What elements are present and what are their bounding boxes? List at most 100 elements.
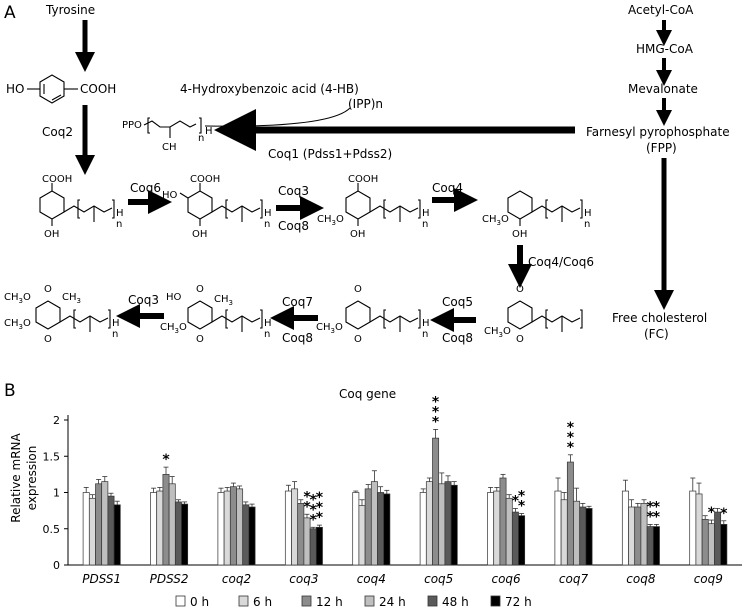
x-tick-label: coq4: [357, 572, 386, 586]
legend-swatch: [175, 595, 186, 607]
tyrosine-label: Tyrosine: [45, 3, 95, 17]
bar: [162, 474, 170, 566]
int6-n: n: [422, 329, 428, 340]
enzyme-coq6: Coq6: [130, 181, 161, 195]
bar: [438, 483, 446, 566]
int3-h: H: [422, 208, 430, 219]
bar: [554, 490, 562, 566]
bar: [217, 492, 225, 566]
int2-oh: OH: [192, 229, 207, 240]
enzyme-coq4: Coq4: [432, 181, 463, 195]
hmg-coa-label: HMG-CoA: [636, 42, 694, 56]
bar: [511, 511, 519, 566]
int6-o-bot: O: [354, 334, 362, 345]
coq10-h: H: [112, 318, 120, 329]
y-tick-label: 1: [53, 487, 60, 500]
int1-cooh: COOH: [42, 174, 72, 185]
coq10-ch3: CH3: [62, 292, 81, 305]
bar: [499, 477, 507, 566]
int1-n: n: [116, 219, 122, 230]
free-chol-label: Free cholesterol: [612, 311, 707, 325]
int1-oh: OH: [44, 229, 59, 240]
significance-star: *: [162, 452, 170, 468]
structure-intermediate-4: CH3O OH H n: [482, 190, 592, 240]
panel-b: B Coq gene Relative mRNA expression 00.5…: [4, 381, 742, 609]
legend-swatch: [238, 595, 249, 607]
structure-intermediate-7: O O HO CH3O CH3 H n: [160, 284, 272, 345]
significance-star: *: [567, 420, 575, 436]
significance-star: *: [316, 500, 324, 516]
bar: [377, 492, 385, 566]
significance-star: *: [653, 499, 661, 515]
y-tick-label: 0.5: [43, 523, 61, 536]
significance-star: *: [432, 414, 440, 430]
pp-h: H: [205, 126, 213, 137]
int7-ho: HO: [166, 292, 182, 303]
y-tick-label: 1.5: [43, 450, 61, 463]
bar: [689, 490, 697, 566]
x-tick-label: PDSS2: [150, 572, 189, 586]
bar: [236, 488, 244, 566]
bar: [652, 526, 660, 566]
bar: [315, 526, 323, 566]
bar: [621, 490, 629, 566]
bar: [646, 526, 654, 566]
legend-swatch: [301, 595, 312, 607]
bar: [229, 486, 237, 566]
int5-o-bot: O: [516, 334, 524, 345]
y-tick-label: 0: [53, 559, 60, 572]
bar: [284, 490, 292, 566]
bar: [720, 524, 728, 566]
bar: [352, 492, 360, 566]
significance-star: *: [518, 499, 526, 515]
bar: [425, 481, 433, 566]
y-axis-label-line1: Relative mRNA: [9, 433, 23, 523]
coq10-o-top: O: [44, 284, 52, 295]
legend-swatch: [364, 595, 375, 607]
bar: [487, 492, 495, 566]
significance-star: *: [303, 489, 311, 505]
bar: [101, 481, 109, 566]
legend-label: 72 h: [505, 595, 532, 609]
bar: [291, 488, 299, 566]
hb-name-label: 4-Hydroxybenzoic acid (4-HB): [180, 82, 359, 96]
bar: [107, 495, 115, 566]
coq10-ch3o-1: CH3O: [4, 292, 31, 305]
fpp-name-label: Farnesyl pyrophosphate: [586, 125, 730, 139]
bar: [181, 503, 189, 566]
int7-o-bot: O: [196, 334, 204, 345]
pp-ch3: CH: [162, 142, 177, 153]
bar: [150, 492, 158, 566]
structure-intermediate-5: O O CH3O: [484, 284, 583, 345]
legend-swatch: [490, 595, 501, 607]
legend-label: 6 h: [253, 595, 272, 609]
x-tick-label: coq8: [626, 572, 656, 586]
enzyme-coq5: Coq5: [442, 295, 473, 309]
enzyme-coq3-b: Coq3: [128, 293, 159, 307]
bar: [444, 481, 452, 566]
panel-a: A Tyrosine HO COOH 4-Hydroxybenzoic acid…: [4, 3, 730, 345]
x-tick-label: PDSS1: [82, 572, 121, 586]
ppo-text: PPO: [122, 120, 142, 131]
enzyme-coq1: Coq1 (Pdss1+Pdss2): [268, 147, 392, 161]
x-tick-label: coq9: [694, 572, 723, 586]
bar: [579, 506, 587, 566]
bar: [634, 506, 642, 566]
legend-swatch: [427, 595, 438, 607]
bar: [370, 481, 378, 566]
panel-a-label: A: [4, 3, 16, 23]
int2-ho: HO: [162, 190, 178, 201]
int7-o-top: O: [196, 284, 204, 295]
enzyme-coq2: Coq2: [42, 125, 73, 139]
int7-ch3o: CH3O: [160, 322, 187, 335]
acetyl-coa-label: Acetyl-CoA: [628, 3, 694, 17]
hb-ho-text: HO: [6, 82, 24, 96]
x-tick-label: coq7: [559, 572, 589, 586]
structure-4hb: HO COOH: [6, 74, 116, 104]
bar: [628, 506, 636, 566]
legend-label: 12 h: [316, 595, 343, 609]
bar: [358, 505, 366, 566]
significance-star: *: [647, 509, 655, 525]
x-tick-label: coq6: [491, 572, 521, 586]
